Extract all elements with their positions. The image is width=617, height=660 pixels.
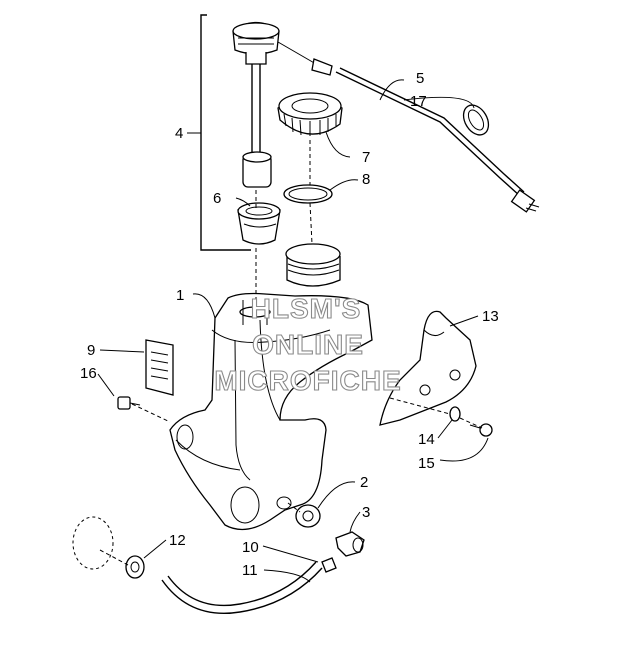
leader-lines xyxy=(97,79,489,583)
callout-5: 5 xyxy=(416,70,424,87)
fuel-tank-1 xyxy=(169,243,373,531)
callout-1: 1 xyxy=(176,287,184,304)
gas-cap-7 xyxy=(277,92,343,136)
callout-14: 14 xyxy=(418,431,435,448)
callout-13: 13 xyxy=(482,308,499,325)
screw-15 xyxy=(469,423,493,437)
watermark: HLSM'S ONLINE MICROFICHE xyxy=(214,292,401,396)
assembly-lines xyxy=(99,140,483,566)
callout-6: 6 xyxy=(213,190,221,207)
callout-10: 10 xyxy=(242,539,259,556)
o-ring-8 xyxy=(283,184,333,204)
callout-12: 12 xyxy=(169,532,186,549)
watermark-line-1: HLSM'S xyxy=(251,293,362,324)
callout-2: 2 xyxy=(360,474,368,491)
screw-16 xyxy=(117,396,141,410)
callout-7: 7 xyxy=(362,149,370,166)
washer-14 xyxy=(449,406,461,422)
hose-clamp-17 xyxy=(462,104,490,136)
fuel-gauge-sender xyxy=(232,21,280,188)
clamp-10 xyxy=(321,557,337,573)
callout-8: 8 xyxy=(362,171,370,188)
callout-labels: 1 2 3 4 5 6 7 8 9 10 11 12 13 14 15 16 1… xyxy=(80,70,499,579)
callout-4: 4 xyxy=(175,125,183,142)
callout-15: 15 xyxy=(418,455,435,472)
watermark-line-3: MICROFICHE xyxy=(214,365,401,396)
fuel-hose-11 xyxy=(161,561,323,614)
callout-3: 3 xyxy=(362,504,370,521)
grommet-6 xyxy=(237,202,281,245)
grommet-12 xyxy=(72,516,145,579)
grommet-2 xyxy=(295,504,321,528)
elbow-fitting-3 xyxy=(335,531,365,557)
heat-shield-13 xyxy=(379,310,477,426)
callout-9: 9 xyxy=(87,342,95,359)
callout-11: 11 xyxy=(242,562,258,579)
watermark-line-2: ONLINE xyxy=(252,329,364,360)
callout-17: 17 xyxy=(410,93,427,110)
wire-harness xyxy=(277,41,540,213)
decal-9 xyxy=(145,339,174,396)
callout-16: 16 xyxy=(80,365,97,382)
